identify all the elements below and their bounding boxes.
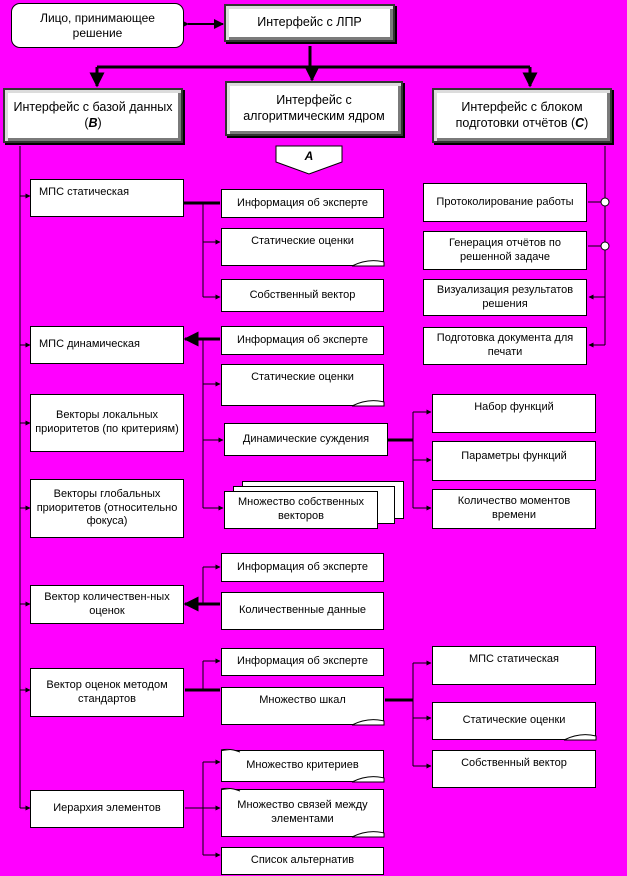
db-item-dynamic-pcm: МПС динамическая bbox=[30, 326, 184, 364]
decision-maker-label: Лицо, принимающее решение bbox=[40, 10, 155, 40]
report-generation: Генерация отчётов по решенной задаче bbox=[423, 231, 587, 270]
reports-interface-letter: C bbox=[575, 115, 585, 130]
criteria-set: Множество критериев bbox=[221, 750, 384, 782]
dynamic-static-estimates-label: Статические оценки bbox=[251, 371, 354, 383]
reports-interface-text: Интерфейс с блоком подготовки отчётов bbox=[455, 99, 583, 130]
decision-maker-box: Лицо, принимающее решение bbox=[11, 3, 184, 48]
alternatives-list: Список альтернатив bbox=[221, 847, 384, 875]
static-eigenvector: Собственный вектор bbox=[221, 279, 384, 312]
reports-interface-label: Интерфейс с блоком подготовки отчётов (C… bbox=[455, 99, 589, 130]
core-interface-label: Интерфейс с алгоритмическим ядром bbox=[243, 92, 385, 123]
standards-expert-info: Информация об эксперте bbox=[221, 648, 384, 676]
db-item-global-priorities: Векторы глобальных приоритетов (относите… bbox=[30, 479, 184, 538]
report-logging: Протоколирование работы bbox=[423, 183, 587, 222]
print-document-prep: Подготовка документа для печати bbox=[423, 327, 587, 365]
dm-interface-box: Интерфейс с ЛПР bbox=[224, 4, 395, 42]
db-interface-letter: B bbox=[88, 115, 98, 130]
static-estimates-label: Статические оценки bbox=[251, 235, 354, 247]
results-visualization: Визуализация результатов решения bbox=[423, 279, 587, 316]
static-expert-info: Информация об эксперте bbox=[221, 189, 384, 218]
dm-interface-label: Интерфейс с ЛПР bbox=[257, 15, 362, 30]
function-set: Набор функций bbox=[432, 394, 596, 433]
time-moments-count: Количество моментов времени bbox=[432, 489, 596, 529]
quant-expert-info: Информация об эксперте bbox=[221, 553, 384, 582]
eigenvector-set: Множество собственных векторов bbox=[224, 491, 378, 529]
dynamic-judgments: Динамические суждения bbox=[224, 423, 388, 456]
core-link-tag: A bbox=[304, 149, 314, 163]
db-interface-box: Интерфейс с базой данных (B) bbox=[3, 88, 183, 143]
db-interface-label: Интерфейс с базой данных (B) bbox=[13, 99, 173, 130]
db-interface-text: Интерфейс с базой данных bbox=[13, 99, 173, 114]
function-params: Параметры функций bbox=[432, 441, 596, 481]
static-estimates-doc: Статические оценки bbox=[221, 228, 384, 266]
quantitative-data: Количественные данные bbox=[221, 592, 384, 630]
reports-interface-box: Интерфейс с блоком подготовки отчётов (C… bbox=[432, 88, 612, 143]
db-item-local-priorities: Векторы локальных приоритетов (по критер… bbox=[30, 394, 184, 452]
standards-eigenvector: Собственный вектор bbox=[432, 750, 596, 788]
db-item-quantitative-vector: Вектор количествен-ных оценок bbox=[30, 585, 184, 624]
db-item-static-pcm: МПС статическая bbox=[30, 179, 184, 217]
scale-set: Множество шкал bbox=[221, 687, 384, 725]
standards-static-pcm: МПС статическая bbox=[432, 646, 596, 685]
element-links-set: Множество связей между элементами bbox=[221, 789, 384, 837]
db-item-element-hierarchy: Иерархия элементов bbox=[30, 790, 184, 828]
standards-static-estimates: Статические оценки bbox=[432, 702, 596, 740]
db-item-standards-vector: Вектор оценок методом стандартов bbox=[30, 668, 184, 717]
dynamic-expert-info: Информация об эксперте bbox=[221, 326, 384, 355]
core-interface-box: Интерфейс с алгоритмическим ядром bbox=[225, 81, 403, 136]
dynamic-static-estimates-doc: Статические оценки bbox=[221, 364, 384, 406]
